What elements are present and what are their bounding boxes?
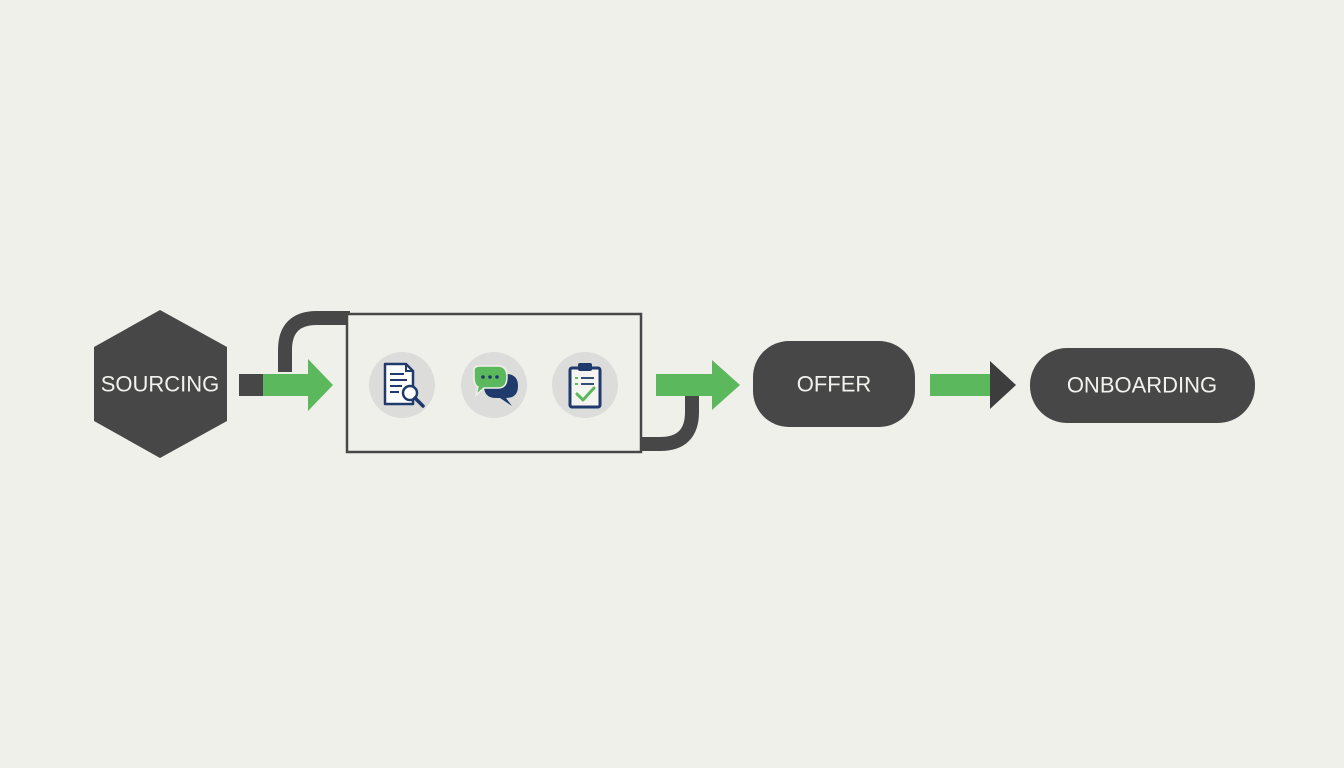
node-screening (345, 312, 643, 454)
arrow-head (308, 359, 333, 411)
arrow-head (990, 361, 1016, 409)
hexagon-shape (94, 310, 227, 458)
node-onboarding-label: ONBOARDING (1067, 373, 1217, 398)
arrow-head (712, 360, 740, 410)
edge-screening-to-offer (656, 360, 740, 410)
node-onboarding: ONBOARDING (1030, 348, 1255, 423)
clipboard-check-icon (552, 352, 618, 418)
offer-shape (753, 341, 915, 427)
pipe-connector-top (278, 311, 350, 372)
arrow-shaft (656, 374, 716, 396)
edge-offer-to-onboarding (930, 361, 1016, 409)
node-sourcing-label: SOURCING (101, 372, 220, 397)
arrow-shaft (263, 374, 311, 396)
node-offer-label: OFFER (797, 372, 872, 397)
document-search-icon (369, 352, 435, 418)
arrow-shaft (930, 374, 992, 396)
node-offer: OFFER (753, 341, 915, 427)
chat-bubbles-icon (461, 352, 527, 418)
arrow-stub (239, 374, 263, 396)
node-sourcing: SOURCING (94, 310, 227, 458)
onboarding-shape (1030, 348, 1255, 423)
edge-sourcing-to-screening (239, 359, 333, 411)
pipe-connector-bottom (640, 392, 699, 451)
